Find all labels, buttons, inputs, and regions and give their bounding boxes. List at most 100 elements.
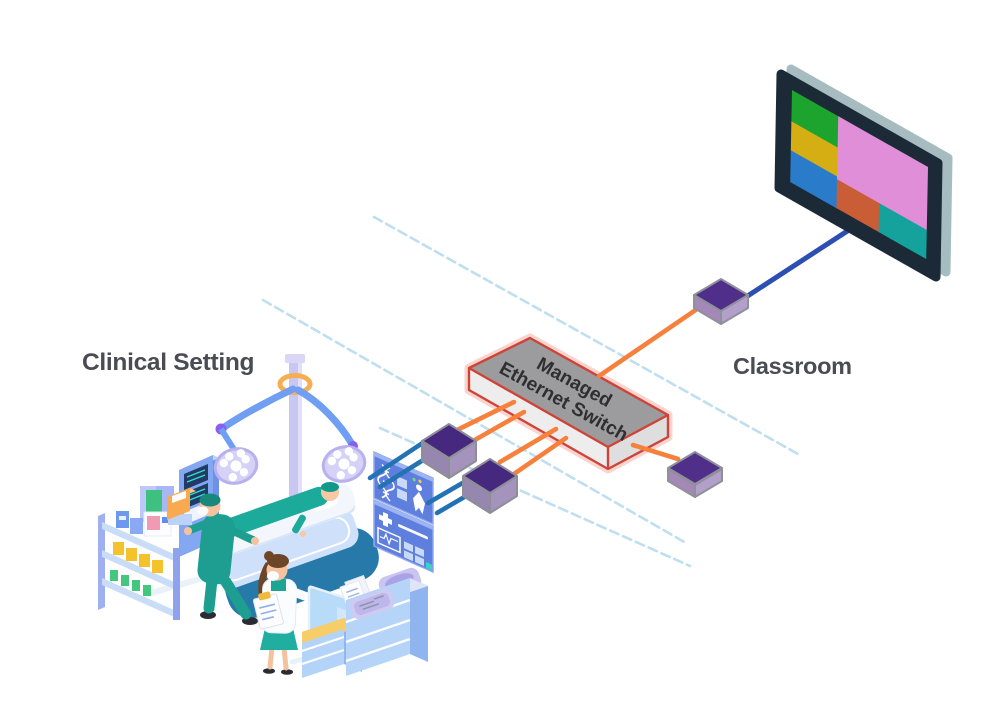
screen-tile-yellow (790, 121, 839, 178)
supply-shelf (98, 486, 180, 620)
classroom-display (774, 64, 953, 282)
switch-top-face (469, 338, 668, 447)
cart-right-side (410, 578, 428, 662)
shelf-board-2 (102, 550, 174, 589)
shelf-monitor-chip (162, 517, 168, 523)
light-arm-left (219, 385, 297, 432)
light-arm-right (294, 386, 356, 448)
screen-tile-green (791, 90, 839, 149)
supply-box-paper (172, 491, 186, 503)
panel1-chart-2 (397, 488, 407, 502)
panel2-teal-chip (426, 561, 432, 571)
light-pole-highlight (298, 362, 302, 558)
patient-body (215, 486, 329, 540)
link-panel2-encoder2-a (425, 478, 469, 506)
screen-tile-pink (836, 116, 929, 231)
desk-drawer-lines (301, 636, 345, 665)
instrument-tray (349, 589, 395, 619)
dashed-guide-top (372, 215, 800, 456)
supply-box-pedestal (168, 514, 192, 525)
nurse (252, 551, 337, 675)
nurse-legs (267, 645, 289, 671)
nurse-shoe-2 (281, 669, 293, 675)
link-switch-decoder1 (596, 304, 703, 379)
shelf-blue-box-label (119, 516, 126, 520)
surgeon-body (197, 513, 236, 585)
link-encoder2-switch-a (497, 426, 559, 465)
table-base (211, 508, 359, 590)
clinical-setting-label: Clinical Setting (82, 349, 254, 376)
light-pole-cap (285, 354, 305, 363)
orange-links (452, 304, 703, 479)
nurse-hair-bun (264, 551, 274, 561)
link-panel1-encoder1-a (367, 439, 427, 481)
classroom-label: Classroom (733, 353, 852, 379)
desk-front-yellow-band (302, 618, 344, 643)
link-encoder1-switch-a (452, 399, 517, 434)
patient-cap (321, 482, 339, 492)
screen-tile-blue (790, 150, 838, 209)
panel2-rim (374, 500, 433, 531)
ekg-trace-icon (380, 532, 398, 546)
medical-panel-vitals (373, 498, 434, 574)
nurse-scrub-top (271, 579, 286, 591)
shelf-green-bottles (110, 570, 151, 596)
screen-tile-orange (836, 179, 880, 233)
screen-tile-teal (878, 203, 927, 259)
surgeon-hand-right (251, 537, 259, 545)
surgeon-mask (197, 506, 209, 516)
shelf-left-upright (98, 513, 105, 610)
shelf-green-box (146, 490, 162, 512)
shelf-monitor-screen (147, 516, 160, 530)
encoder1-top-face (421, 423, 477, 459)
light-ring-joint (277, 373, 313, 395)
clinical-setting-scene (98, 354, 481, 678)
shelf-board-3 (102, 578, 174, 617)
light-link-left (218, 427, 238, 453)
panel2-grid (404, 541, 424, 567)
shelf-yellow-bins (113, 542, 163, 573)
surgeon (184, 493, 259, 625)
light-head-right (321, 445, 367, 483)
medical-cross-icon (379, 511, 392, 528)
switch-red-outline (467, 336, 670, 471)
link-encoder2-switch-b (508, 435, 569, 479)
decoder-classroom (693, 278, 749, 325)
patient-body-icon (412, 477, 425, 515)
shelf-board-1 (102, 522, 174, 561)
display-screen-multiview (790, 90, 929, 259)
managed-ethernet-switch: Managed Ethernet Switch (464, 333, 673, 474)
panel1-rim (374, 452, 433, 483)
ekg-box (377, 526, 401, 554)
light-head-left (213, 447, 259, 485)
encoder-1 (421, 423, 477, 479)
decoder1-top-face (693, 278, 749, 312)
surgeon-shoe-1 (200, 611, 216, 619)
patient-hand (300, 531, 306, 537)
link-switch-decoder2 (630, 442, 681, 462)
encoder-2 (462, 458, 518, 514)
shelf-blue-box-2 (130, 518, 143, 534)
switch-right-face (608, 415, 668, 469)
instrument-cart (339, 567, 428, 676)
panel2-line (398, 524, 428, 540)
decoder-2 (667, 451, 723, 498)
decoder2-top-face (667, 451, 723, 485)
link-decoder-to-display (744, 225, 854, 300)
panel1-chart-1 (397, 476, 407, 490)
nurse-mask (267, 571, 279, 581)
link-encoder1-switch-b (463, 409, 527, 448)
surgeon-cap (199, 493, 221, 507)
encoder2-top-face (462, 458, 518, 494)
desk-with-monitor (301, 585, 362, 678)
nurse-shoe-1 (263, 668, 275, 674)
surgeon-legs (203, 574, 252, 620)
patient-arm (292, 514, 306, 534)
surgeon-hand-left (184, 527, 192, 535)
surgical-light (213, 354, 367, 558)
nurse-skirt (260, 628, 298, 650)
clipboard (252, 591, 284, 630)
shelf-right-upright (173, 548, 180, 620)
